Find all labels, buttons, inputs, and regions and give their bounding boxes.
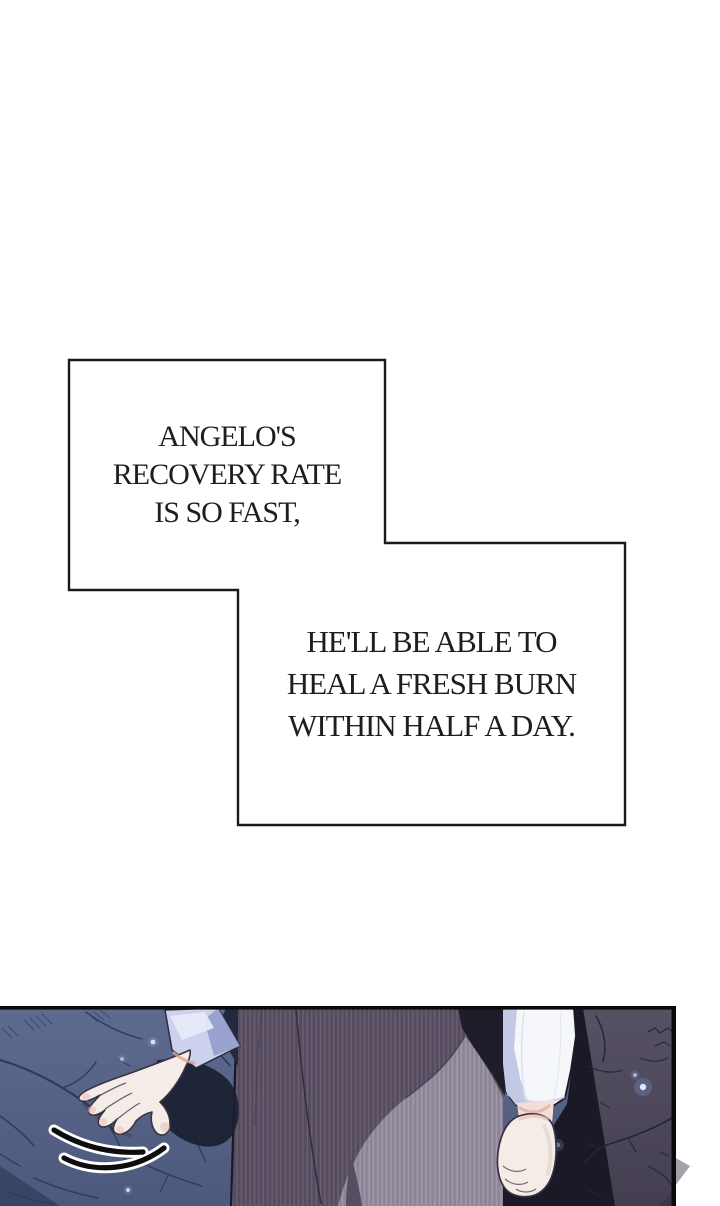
speech-line: ANGELO'S: [158, 420, 296, 453]
skirt-crease: [295, 1009, 322, 1205]
motion-lines-icon: [48, 1124, 170, 1174]
skirt-pleat-notch: [346, 1158, 362, 1206]
skirt-fold-highlight: [338, 1036, 503, 1206]
rock-hatching: [1, 1009, 111, 1039]
skirt: [229, 1007, 505, 1206]
speech-line: HEAL A FRESH BURN: [286, 666, 577, 701]
speech-line: IS SO FAST,: [154, 496, 300, 529]
speech-line: RECOVERY RATE: [112, 458, 342, 491]
right-fist: [496, 1100, 557, 1198]
speech-line: WITHIN HALF A DAY.: [288, 708, 576, 743]
wrist-blush: [172, 1051, 196, 1065]
skirt-shadow-wedge: [458, 1008, 505, 1096]
panel-border: [0, 1006, 676, 1206]
speech-line: HE'LL BE ABLE TO: [306, 624, 558, 659]
speech-bubble-1: ANGELO'S RECOVERY RATE IS SO FAST,: [69, 360, 385, 590]
illustration-panel: [0, 1006, 690, 1206]
right-sleeve: [502, 1007, 577, 1109]
speech-bubble-path: [67, 358, 627, 827]
speech-bubble-2: HE'LL BE ABLE TO HEAL A FRESH BURN WITHI…: [238, 543, 625, 825]
floor-cracks-right: [584, 1015, 673, 1197]
left-hand: [78, 1049, 196, 1136]
sparkle-icon: [117, 1036, 159, 1195]
